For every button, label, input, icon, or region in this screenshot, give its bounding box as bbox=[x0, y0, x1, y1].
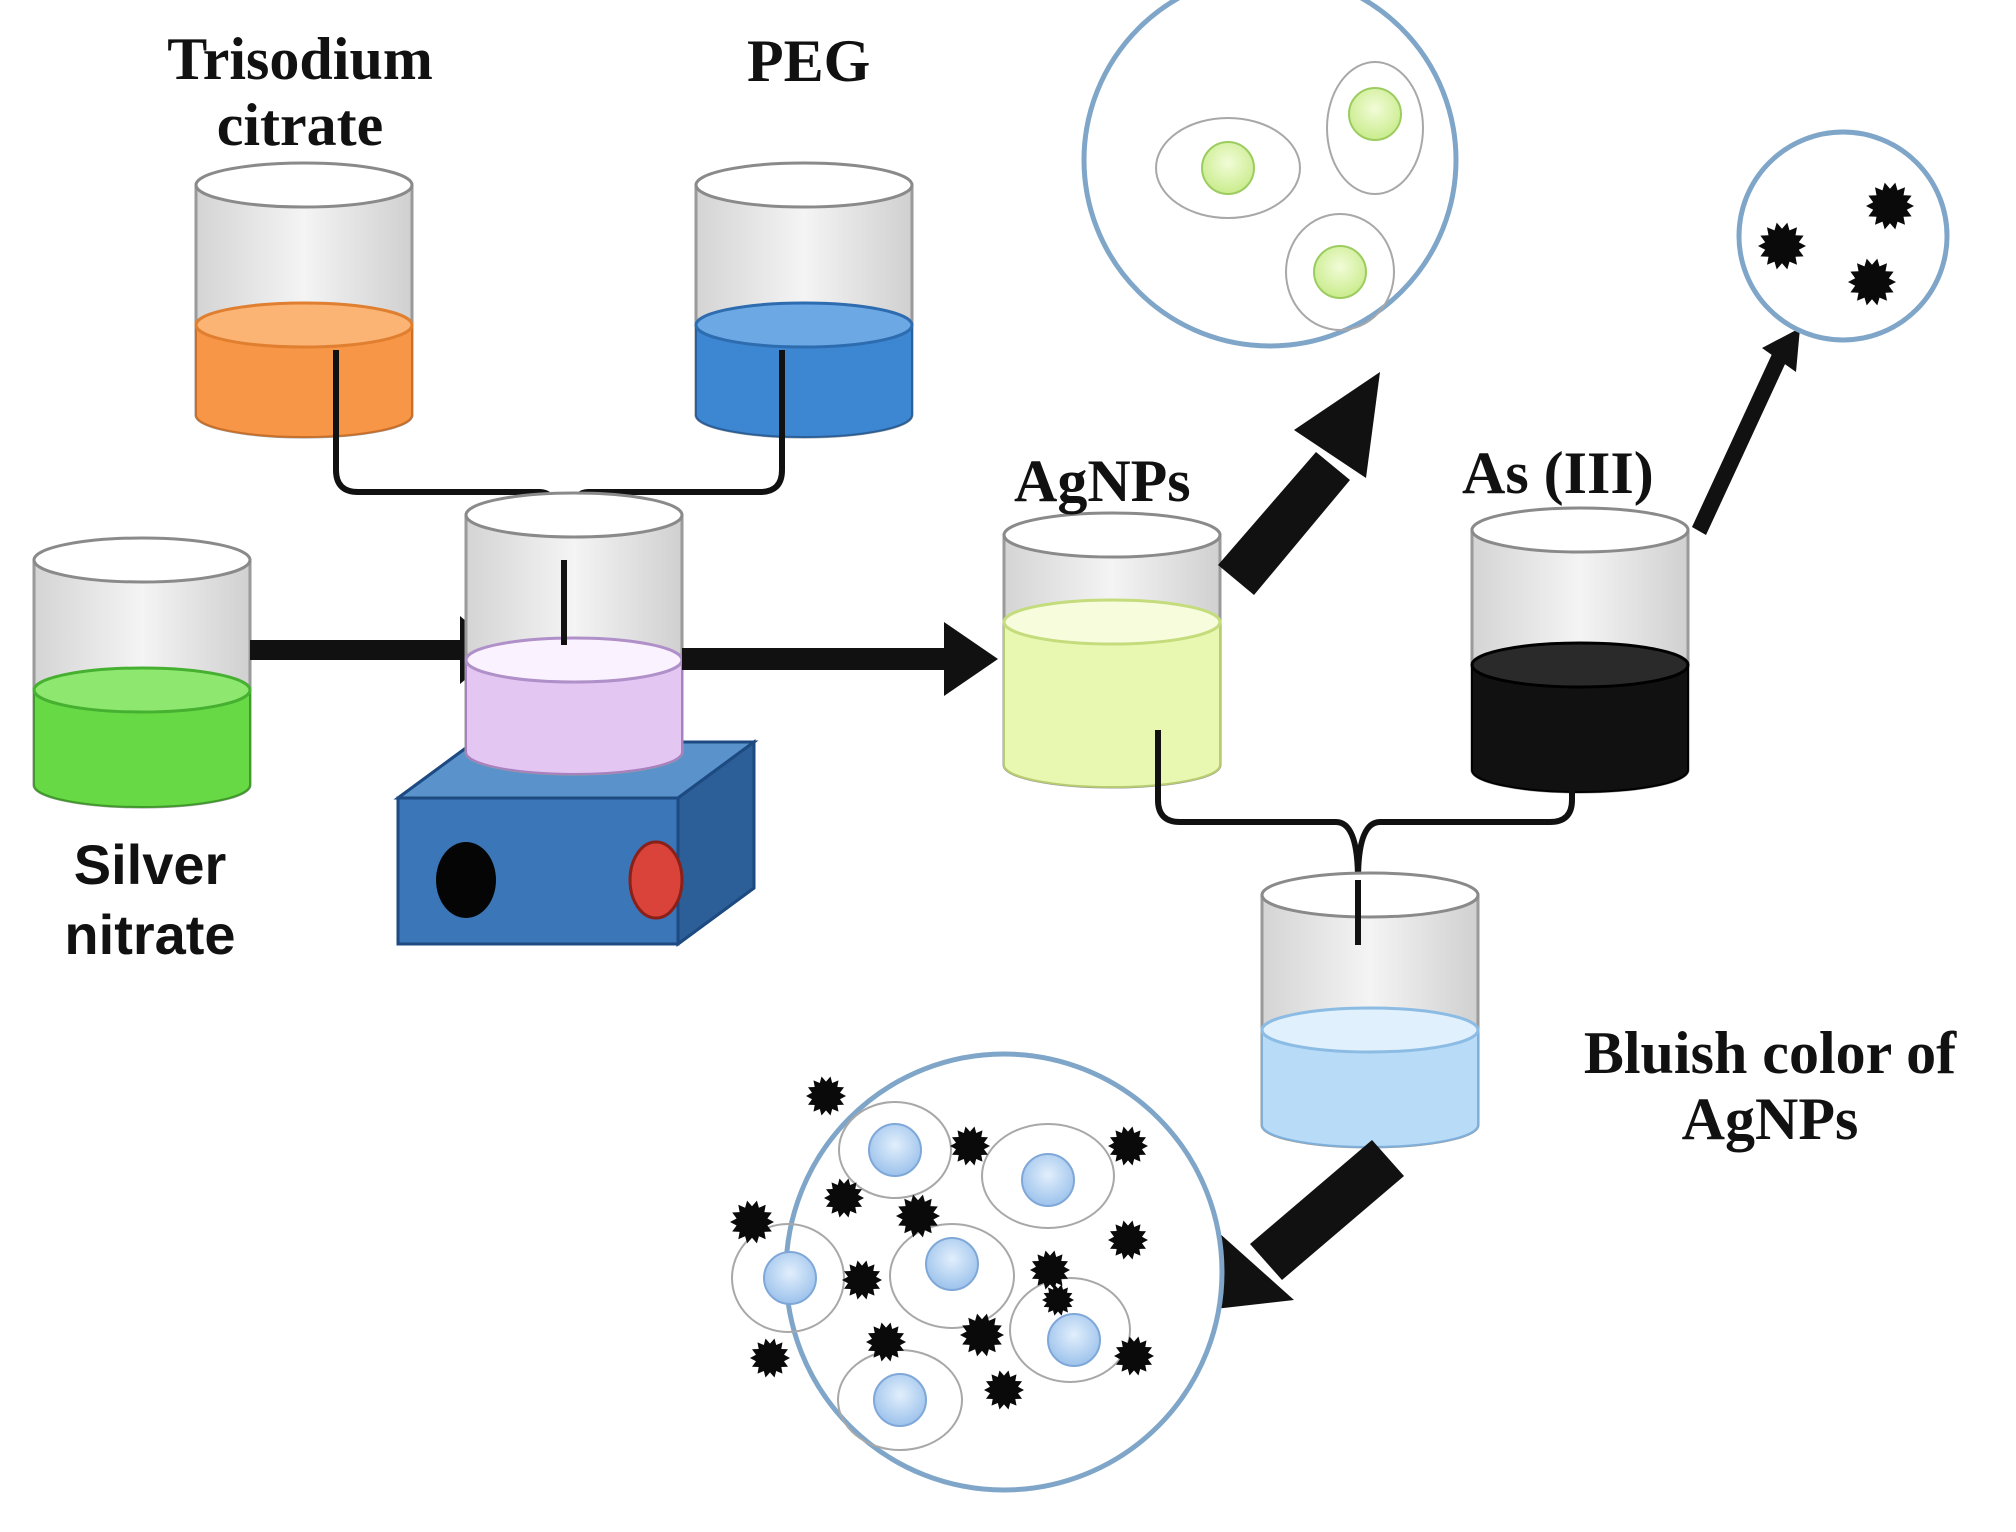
arsenic-particle bbox=[750, 1338, 790, 1378]
liquid-green bbox=[33, 689, 251, 808]
arsenic-particle bbox=[1108, 1126, 1148, 1166]
arsenic-particle bbox=[806, 1076, 846, 1116]
arsenic-particle bbox=[1866, 182, 1914, 230]
label-peg: PEG bbox=[747, 28, 871, 94]
label-silver-line2: nitrate bbox=[64, 903, 236, 966]
label-silver-line1: Silver bbox=[73, 833, 227, 896]
arsenic-particle bbox=[984, 1370, 1024, 1410]
nanoparticle bbox=[731, 1223, 845, 1333]
zoom-circle-agnps bbox=[1081, 0, 1459, 349]
liquid-blue bbox=[695, 324, 913, 438]
nanoparticle bbox=[1285, 213, 1395, 331]
label-trisodium-citrate: Trisodium citrate bbox=[130, 26, 470, 158]
liquid-lavender bbox=[465, 659, 683, 775]
arrow-bluish-zoom bbox=[1206, 1140, 1404, 1310]
arsenic-particle bbox=[1848, 258, 1896, 306]
label-as-iii: As (III) bbox=[1462, 440, 1654, 506]
beaker-agnps bbox=[1002, 511, 1222, 789]
nanoparticle bbox=[981, 1123, 1115, 1229]
liquid-pale-green bbox=[1003, 621, 1221, 788]
arsenic-particle bbox=[824, 1178, 864, 1218]
liquid-black bbox=[1471, 664, 1689, 793]
knob-black bbox=[436, 842, 496, 918]
zoom-circle-bluish bbox=[730, 1051, 1225, 1493]
arsenic-particle bbox=[1114, 1336, 1154, 1376]
arsenic-particle bbox=[866, 1322, 906, 1362]
label-bluish-line1: Bluish color of bbox=[1583, 1020, 1957, 1086]
arsenic-particle bbox=[1758, 222, 1806, 270]
label-silver-nitrate: Silver nitrate bbox=[20, 830, 280, 970]
beaker-mixing bbox=[464, 491, 684, 776]
zoom-circle-arsenic bbox=[1736, 129, 1950, 343]
tube-agnps-arsenic bbox=[1155, 730, 1575, 950]
nanoparticle bbox=[1009, 1277, 1131, 1383]
arsenic-particle bbox=[1108, 1220, 1148, 1260]
nanoparticle bbox=[889, 1223, 1015, 1329]
beaker-bluish bbox=[1260, 871, 1480, 1149]
arsenic-particle bbox=[960, 1313, 1004, 1357]
arsenic-particle bbox=[842, 1260, 882, 1300]
nanoparticle bbox=[1155, 117, 1301, 219]
arrow-arsenic-zoom bbox=[1692, 328, 1800, 535]
label-agnps: AgNPs bbox=[1014, 448, 1191, 514]
arsenic-particle bbox=[1042, 1284, 1074, 1316]
nanoparticle bbox=[1326, 61, 1424, 195]
liquid-orange bbox=[195, 324, 413, 438]
arsenic-particle bbox=[730, 1200, 774, 1244]
arsenic-particle bbox=[950, 1126, 990, 1166]
label-trisodium-line2: citrate bbox=[216, 92, 384, 158]
beaker-silver-nitrate bbox=[32, 536, 252, 809]
arsenic-particle bbox=[896, 1194, 940, 1238]
label-trisodium-line1: Trisodium bbox=[167, 26, 433, 92]
beaker-arsenic bbox=[1470, 506, 1690, 794]
arrow-to-agnps bbox=[682, 622, 998, 696]
knob-red bbox=[628, 840, 684, 920]
arsenic-particle bbox=[1030, 1250, 1070, 1290]
beaker-trisodium-citrate bbox=[194, 161, 414, 439]
label-bluish-color: Bluish color of AgNPs bbox=[1530, 1020, 2010, 1152]
beaker-peg bbox=[694, 161, 914, 439]
label-bluish-line2: AgNPs bbox=[1681, 1086, 1859, 1152]
arrow-to-mixing bbox=[250, 616, 500, 684]
arrow-agnps-zoom bbox=[1218, 372, 1380, 595]
nanoparticle bbox=[838, 1101, 952, 1199]
